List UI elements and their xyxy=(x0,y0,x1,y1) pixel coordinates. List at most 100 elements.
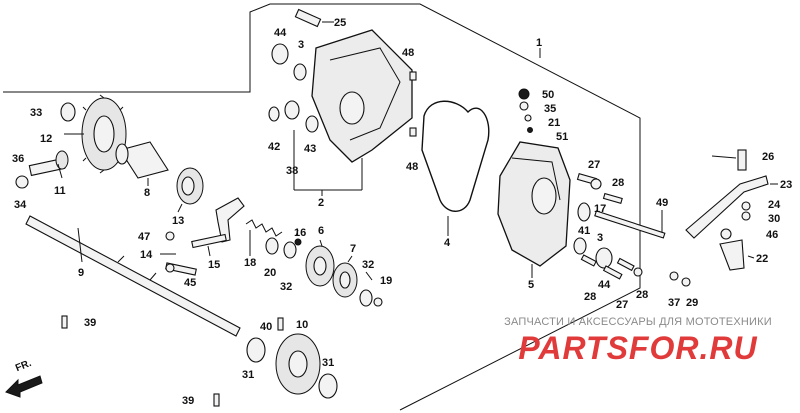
dowel-pin xyxy=(409,71,417,81)
callout: 48 xyxy=(406,161,418,173)
case-cover xyxy=(497,141,571,267)
callout: 41 xyxy=(578,225,590,237)
bracket-arm xyxy=(685,175,769,271)
collar xyxy=(265,237,279,255)
callout: 26 xyxy=(762,151,774,163)
callout: 25 xyxy=(334,17,346,29)
bolt xyxy=(616,257,643,277)
spur-gear xyxy=(332,262,358,298)
main-shaft xyxy=(25,215,241,337)
bearing xyxy=(246,337,266,363)
callout: 21 xyxy=(548,117,560,129)
washer xyxy=(359,289,373,307)
callout: 27 xyxy=(616,299,628,311)
spur-gear xyxy=(305,245,335,287)
stud-bolt xyxy=(294,8,322,28)
callout: 24 xyxy=(768,199,781,211)
callout: 28 xyxy=(612,177,624,189)
callout: 45 xyxy=(184,277,196,289)
callout: 18 xyxy=(244,257,256,269)
leader-lines xyxy=(57,21,778,281)
callout: 34 xyxy=(14,199,27,211)
dowel-pin xyxy=(409,127,417,137)
collar xyxy=(283,241,297,259)
callout: 28 xyxy=(636,289,648,301)
rod xyxy=(594,210,666,239)
seal xyxy=(268,106,280,122)
washer xyxy=(669,271,679,281)
large-gear xyxy=(275,333,321,395)
callout: 31 xyxy=(242,369,254,381)
bolt xyxy=(580,254,597,267)
callout-labels: 1 2 3 3 4 5 6 7 8 9 10 11 12 13 14 15 16… xyxy=(12,17,792,407)
callout: 38 xyxy=(286,165,298,177)
callout: 12 xyxy=(40,133,52,145)
callout: 9 xyxy=(78,267,84,279)
callout: 30 xyxy=(768,213,780,225)
bearing xyxy=(284,100,300,120)
callout: 32 xyxy=(362,259,374,271)
bearing xyxy=(577,202,591,222)
seal xyxy=(293,63,307,81)
pin xyxy=(277,317,284,331)
callout: 1 xyxy=(536,37,542,49)
spring-small xyxy=(524,114,532,122)
callout: 39 xyxy=(84,317,96,329)
clutch-hub xyxy=(176,167,204,205)
callout: 46 xyxy=(766,229,778,241)
pinion-shaft xyxy=(28,150,69,177)
callout: 17 xyxy=(594,203,606,215)
callout: 3 xyxy=(597,232,603,244)
bolt-head xyxy=(720,228,732,240)
spring xyxy=(245,219,283,237)
dowel xyxy=(294,238,302,246)
callout: 20 xyxy=(264,267,276,279)
callout: 36 xyxy=(12,153,24,165)
case-half xyxy=(311,29,413,163)
watermark-logo: PARTSFOR.RU xyxy=(518,330,758,366)
cap-nut xyxy=(518,88,530,100)
bolt-lever xyxy=(165,262,197,276)
callout: 42 xyxy=(268,141,280,153)
washer xyxy=(60,102,76,122)
callout: 22 xyxy=(756,253,768,265)
pin xyxy=(61,315,68,329)
pin xyxy=(213,393,220,407)
callout: 7 xyxy=(350,243,356,255)
bearing xyxy=(318,373,338,399)
callout: 31 xyxy=(322,357,334,369)
bolt xyxy=(576,172,602,190)
o-ring xyxy=(519,101,529,111)
seal xyxy=(573,237,587,255)
callout: 5 xyxy=(528,279,534,291)
bolt xyxy=(737,149,747,171)
callout: 51 xyxy=(556,131,568,143)
callout: 44 xyxy=(274,27,287,39)
splined-shaft xyxy=(115,141,169,179)
gasket xyxy=(421,100,490,212)
nut xyxy=(741,201,751,211)
callout: 15 xyxy=(208,259,220,271)
bolt-head xyxy=(681,277,691,287)
callout: 8 xyxy=(144,187,150,199)
callout: 4 xyxy=(444,237,451,249)
watermark-caption: ЗАПЧАСТИ И АКСЕССУАРЫ ДЛЯ МОТОТЕХНИКИ xyxy=(504,316,772,328)
callout: 49 xyxy=(656,197,668,209)
small-washer xyxy=(15,175,29,189)
callout: 28 xyxy=(584,291,596,303)
callout: 32 xyxy=(280,281,292,293)
callout: 2 xyxy=(318,197,324,209)
callout: 44 xyxy=(598,279,611,291)
bolt xyxy=(602,192,623,205)
callout: 27 xyxy=(588,159,600,171)
callout: 40 xyxy=(260,321,272,333)
callout: 23 xyxy=(780,179,792,191)
callout: 11 xyxy=(54,185,66,197)
shift-fork xyxy=(191,197,245,249)
pin xyxy=(165,231,175,241)
callout: 37 xyxy=(668,297,680,309)
bearing xyxy=(595,247,613,269)
bearing xyxy=(271,43,289,65)
callout: 29 xyxy=(686,297,698,309)
